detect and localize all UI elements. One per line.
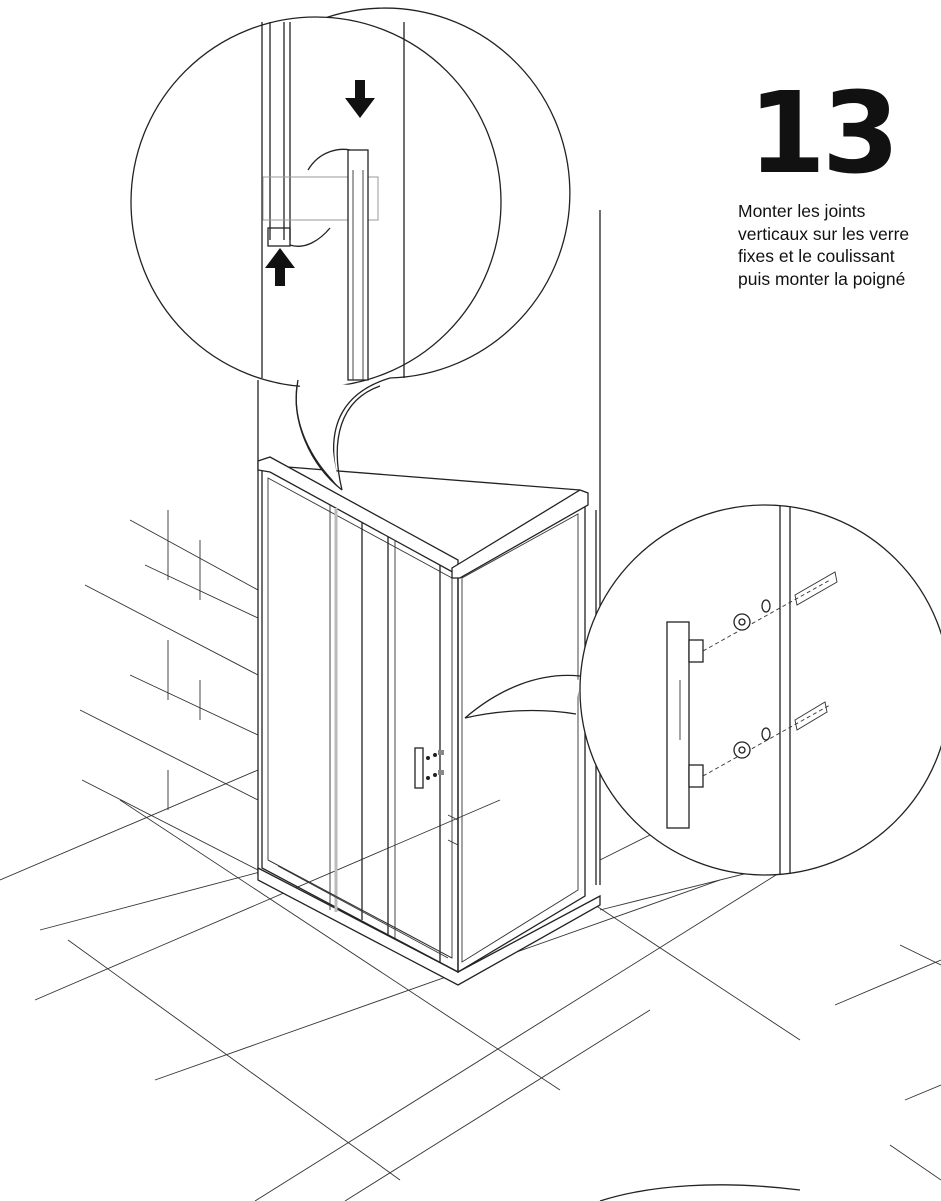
instruction-line: puis monter la poigné: [738, 268, 906, 289]
shower-tray: [257, 866, 601, 986]
step-instruction: Monter les joints verticaux sur les verr…: [738, 200, 941, 290]
vertical-seal-callout: [130, 7, 571, 491]
instruction-line: fixes et le coulissant: [738, 246, 895, 266]
floor-tiles: [0, 769, 941, 1201]
front-panel: [257, 456, 581, 974]
door-handle: [414, 747, 444, 789]
instruction-line: verticaux sur les verre: [738, 223, 910, 244]
instruction-line: Monter les joints: [738, 201, 866, 221]
arrow-down-icon: [345, 80, 375, 118]
arrow-up-icon: [265, 248, 295, 286]
handle-mount-callout: [464, 504, 941, 876]
side-panel: [447, 489, 589, 974]
left-brick-wall: [79, 510, 259, 871]
next-callout-edge: [599, 1184, 801, 1201]
step-number: 13: [748, 69, 900, 199]
